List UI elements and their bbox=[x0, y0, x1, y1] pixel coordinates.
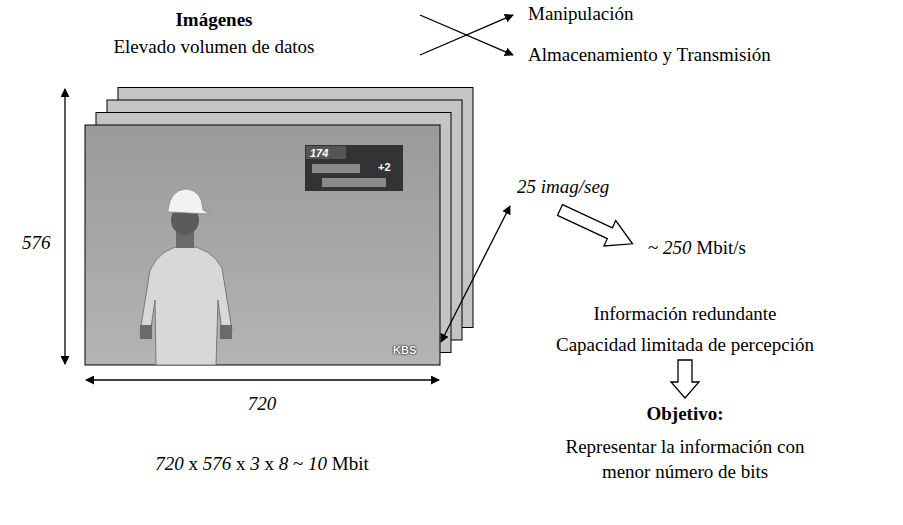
text-label: KBS bbox=[393, 343, 416, 357]
video-frame-photo bbox=[85, 125, 440, 365]
dimension-arrow bbox=[64, 89, 65, 364]
text-label: 720 bbox=[248, 393, 277, 415]
hollow-arrow bbox=[671, 360, 699, 398]
text-label: 25 imag/seg bbox=[517, 176, 609, 198]
rate-arrow bbox=[441, 206, 510, 342]
text-label: Información redundante bbox=[593, 303, 776, 325]
golfer-figure bbox=[140, 189, 232, 365]
text-label: Representar la información con menor núm… bbox=[545, 434, 825, 484]
text-label: 174 bbox=[310, 146, 328, 160]
arrow-line bbox=[420, 15, 513, 55]
score-overlay bbox=[305, 145, 403, 191]
text-label: ~ 250 Mbit/s bbox=[648, 237, 746, 259]
text-label: Capacidad limitada de percepción bbox=[556, 334, 814, 356]
text-label: Imágenes bbox=[175, 9, 252, 31]
dimension-arrow bbox=[86, 379, 439, 380]
hollow-arrow bbox=[554, 197, 638, 256]
text-label: +2 bbox=[378, 160, 391, 174]
text-label: Elevado volumen de datos bbox=[113, 36, 314, 58]
arrow-line bbox=[420, 15, 513, 55]
text-label: 720 x 576 x 3 x 8 ~ 10 Mbit bbox=[155, 453, 368, 475]
text-label: 576 bbox=[22, 232, 51, 254]
text-label: Objetivo: bbox=[646, 403, 723, 425]
text-label: Manipulación bbox=[528, 3, 634, 25]
text-label: Almacenamiento y Transmisión bbox=[528, 44, 771, 66]
